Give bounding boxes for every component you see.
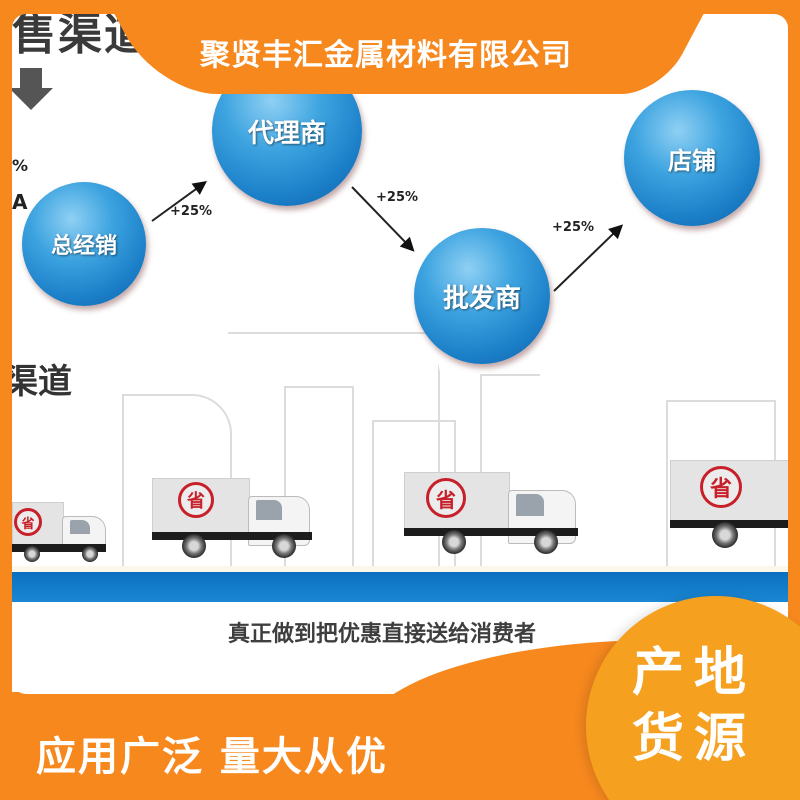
building-outline	[284, 386, 354, 588]
company-title: 聚贤丰汇金属材料有限公司	[200, 38, 572, 73]
arrow-icon	[553, 226, 621, 292]
building-outline	[228, 332, 440, 584]
middle-section-title: 渠道	[12, 362, 72, 402]
badge-line-2: 货源	[632, 709, 757, 769]
markup-label: +25%	[552, 220, 595, 235]
badge-line-1: 产地	[632, 643, 757, 703]
road-stripe	[12, 572, 788, 602]
markup-label: +25%	[376, 190, 419, 205]
node-store: 店铺	[624, 90, 760, 226]
title-tab	[168, 0, 638, 94]
origin-badge-text: 产地 货源	[632, 640, 772, 772]
slogan-text: 真正做到把优惠直接送给消费者	[228, 622, 537, 647]
side-percent-text: %	[12, 156, 29, 175]
node-wholesaler: 批发商	[414, 228, 550, 364]
road-edge	[12, 566, 788, 572]
side-letter-text: A	[12, 190, 28, 214]
node-general-distributor: 总经销	[22, 182, 146, 306]
markup-label: +25%	[170, 204, 213, 219]
footer-tagline: 应用广泛 量大从优	[36, 734, 388, 780]
